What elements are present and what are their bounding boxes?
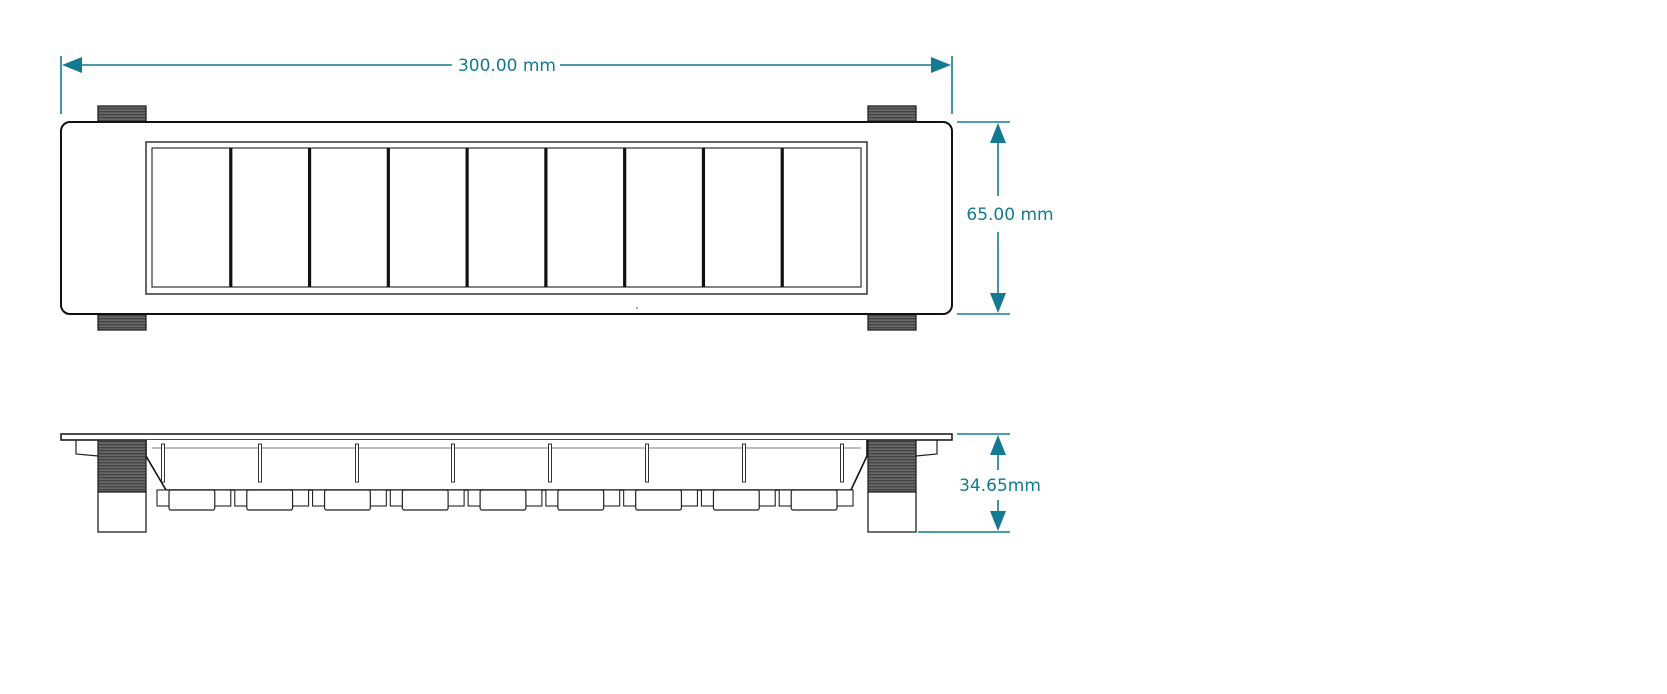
dimension-width: 300.00 mm	[60, 56, 953, 114]
side-rib	[161, 443, 165, 483]
height-dimension-label: 65.00 mm	[966, 205, 1053, 225]
side-rib	[355, 443, 359, 483]
side-foot-left	[97, 439, 147, 493]
compartment-divider	[701, 148, 706, 287]
side-rib	[258, 443, 262, 483]
side-lip	[75, 440, 99, 457]
side-foot-right	[867, 439, 917, 493]
depth-dimension-label: 34.65mm	[959, 476, 1041, 496]
dimension-height: 65.00 mm	[957, 121, 1054, 315]
side-pocket	[312, 489, 387, 511]
arrowhead-right	[931, 57, 951, 73]
compartment-divider	[307, 148, 312, 287]
side-pocket	[234, 489, 310, 511]
compartment-divider	[465, 148, 469, 287]
side-rib	[451, 443, 455, 483]
compartment-divider	[623, 148, 627, 287]
compartment-divider	[386, 148, 390, 287]
side-rib	[840, 443, 844, 483]
side-view	[60, 433, 953, 533]
side-pocket	[700, 489, 776, 511]
side-rib	[645, 443, 649, 483]
side-pocket	[623, 489, 698, 511]
tray-inner-border	[151, 147, 862, 288]
side-rim	[60, 433, 953, 441]
side-rib	[548, 443, 552, 483]
compartment-divider	[780, 148, 784, 287]
compartment-divider	[229, 148, 233, 287]
side-pocket	[467, 489, 543, 511]
top-view	[60, 105, 953, 331]
side-pockets	[156, 489, 854, 511]
side-feet	[97, 439, 917, 533]
side-pocket	[545, 489, 621, 511]
side-pocket	[389, 489, 465, 511]
width-dimension-label: 300.00 mm	[458, 56, 556, 76]
side-pocket	[778, 489, 854, 511]
side-rib	[742, 443, 746, 483]
tray-inner-frame	[145, 141, 868, 295]
compartment-dividers	[229, 148, 784, 287]
side-well	[145, 440, 868, 491]
side-pocket	[156, 489, 232, 511]
arrowhead-left	[62, 57, 82, 73]
compartment-divider	[544, 148, 548, 287]
side-ribs	[161, 443, 844, 483]
dimension-depth: 34.65mm	[918, 433, 1041, 533]
